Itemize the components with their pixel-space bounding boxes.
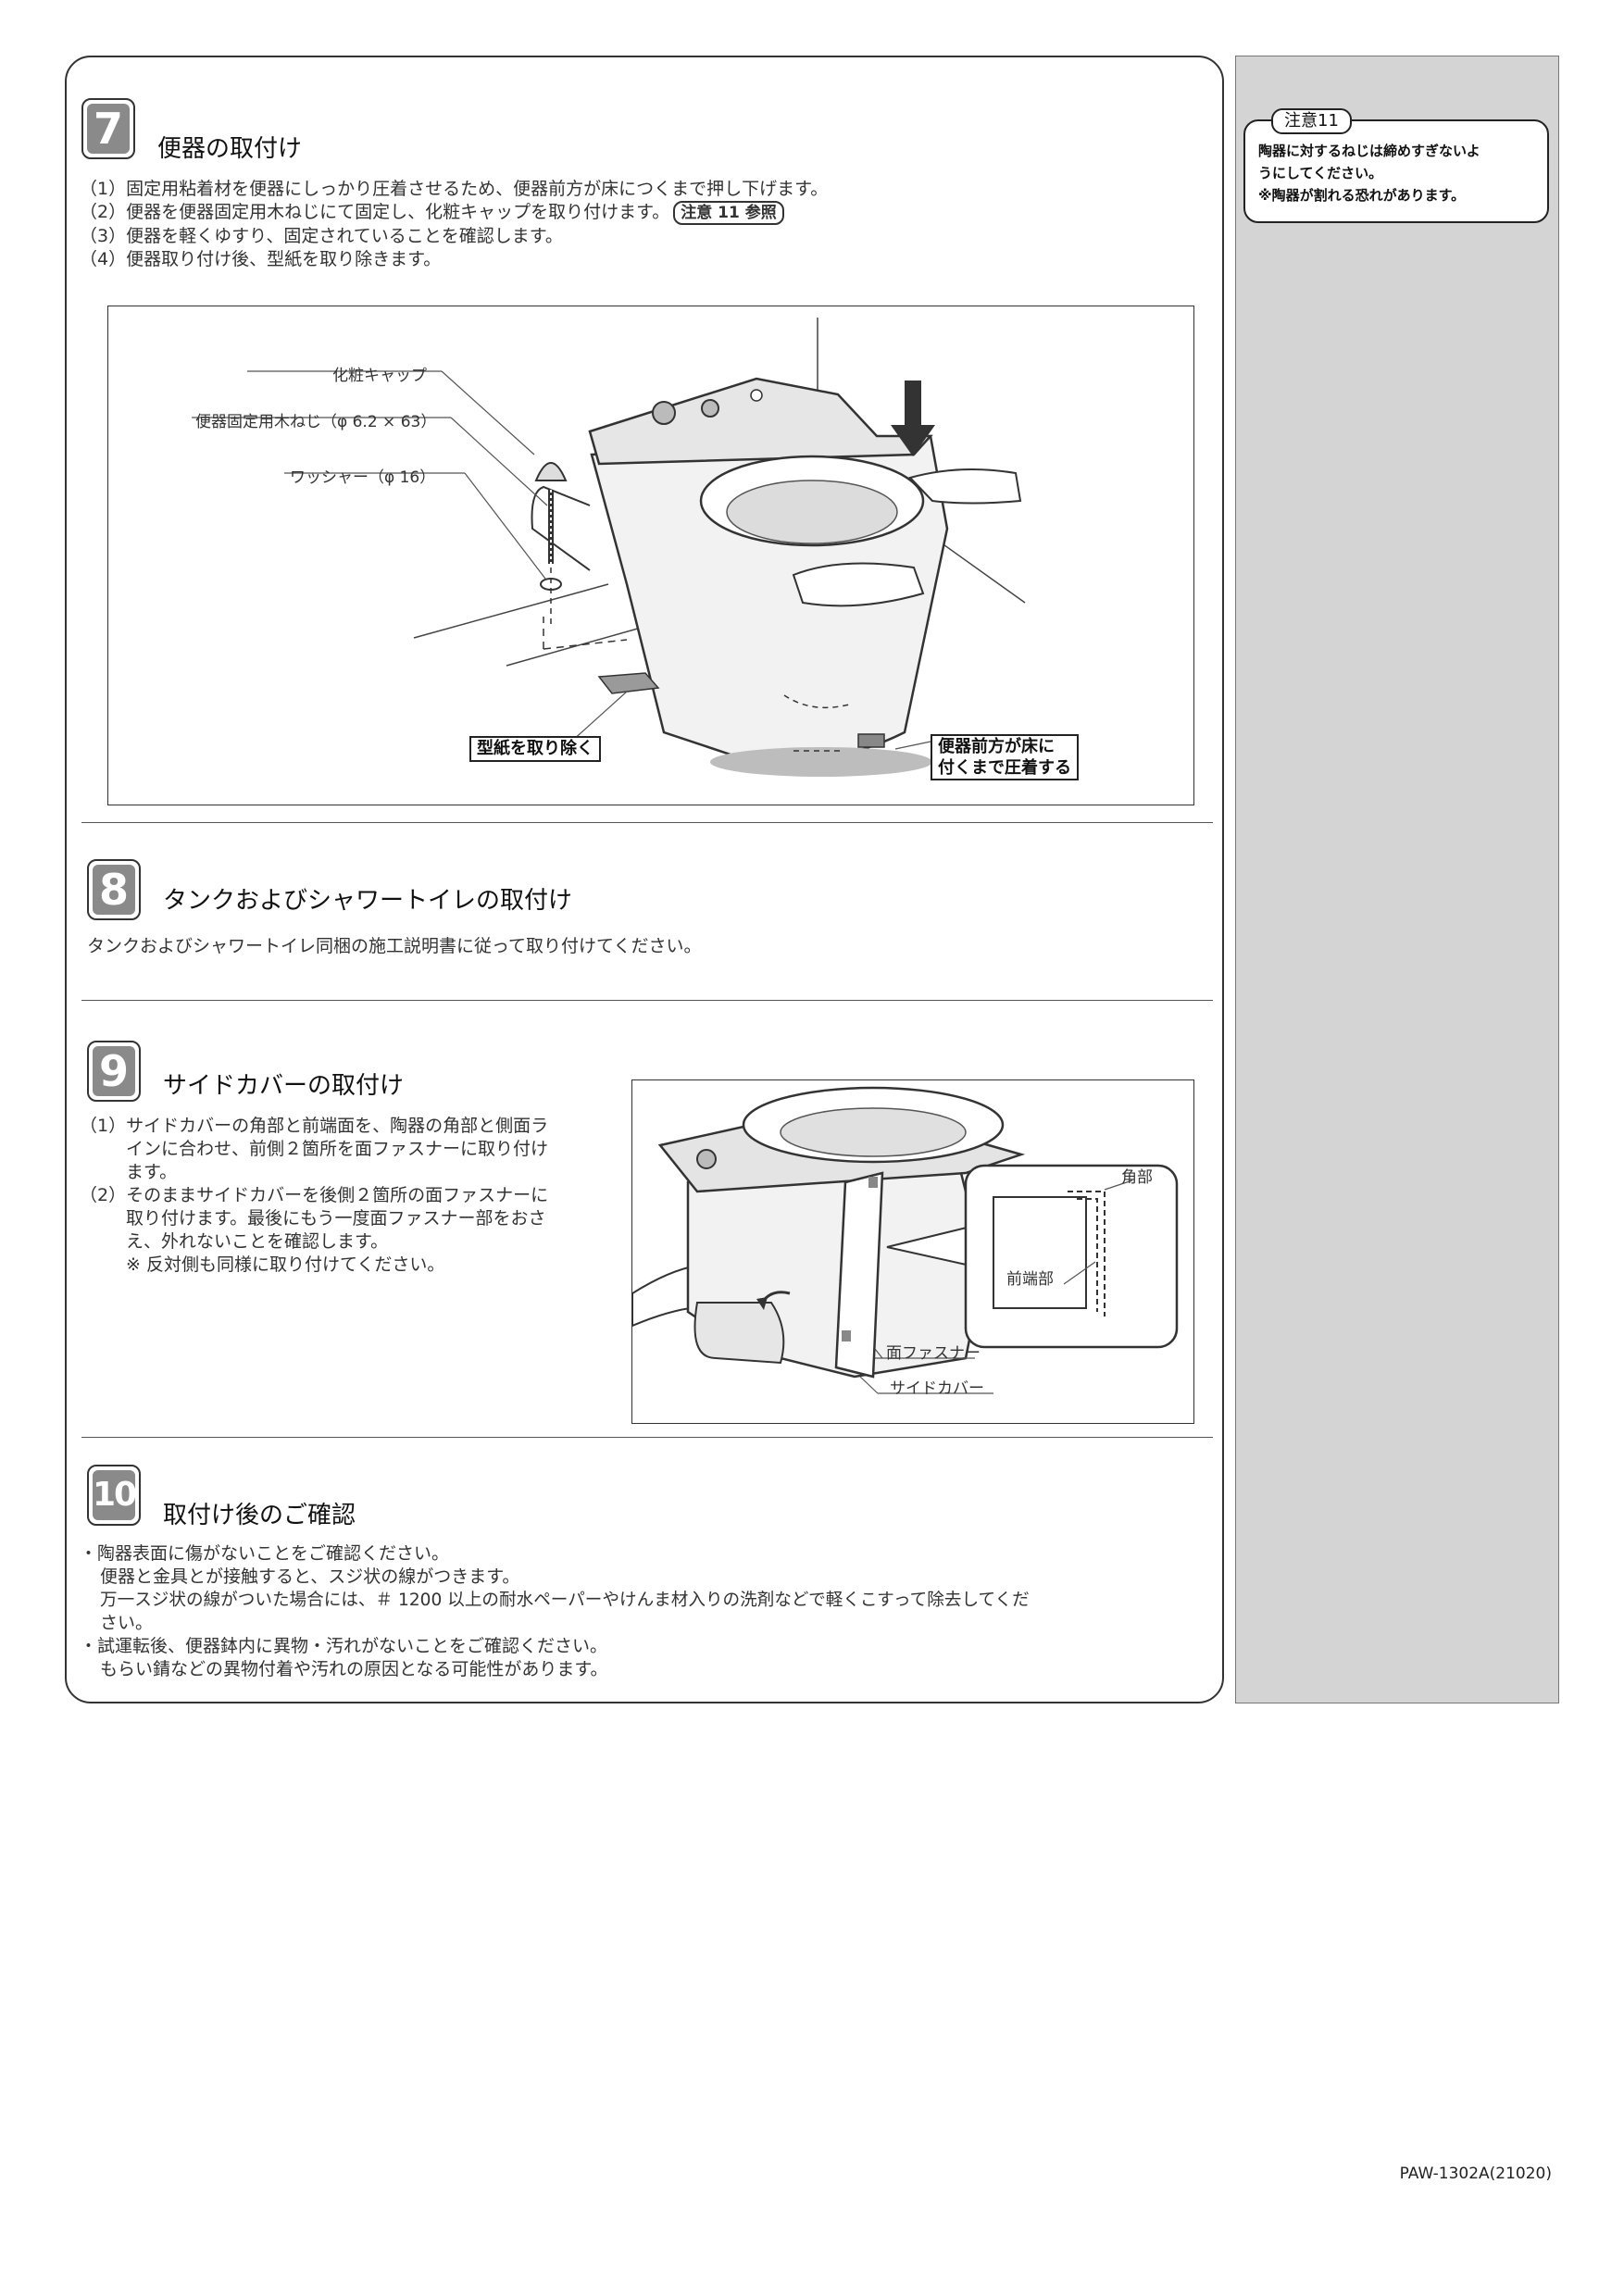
caution-box: 注意11 陶器に対するねじは締めすぎないよ うにしてください。 ※陶器が割れる恐… bbox=[1243, 108, 1549, 223]
remove-template-label: 型紙を取り除く bbox=[469, 736, 601, 762]
step7-item-1: （1）固定用粘着材を便器にしっかり圧着させるため、便器前方が床につくまで押し下げ… bbox=[80, 179, 829, 199]
fastener-label: 面ファスナー bbox=[886, 1344, 981, 1363]
step10-number: 10 bbox=[93, 1470, 137, 1520]
step9-line-3: ます。 bbox=[126, 1162, 178, 1182]
press-down-label: 便器前方が床に 付くまで圧着する bbox=[931, 734, 1079, 780]
step7-number: 7 bbox=[87, 104, 130, 154]
corner-label: 角部 bbox=[1121, 1168, 1153, 1187]
step10-line-2: 便器と金具とが接触すると、スジ状の線がつきます。 bbox=[100, 1566, 520, 1587]
step9-line-6: え、外れないことを確認します。 bbox=[126, 1231, 389, 1252]
step10-notes: ・陶器表面に傷がないことをご確認ください。 便器と金具とが接触すると、スジ状の線… bbox=[80, 1542, 1209, 1681]
side-cover-label: サイドカバー bbox=[890, 1379, 984, 1398]
step7-item-4: （4）便器取り付け後、型紙を取り除きます。 bbox=[80, 249, 442, 269]
washer-label: ワッシャー（φ 16） bbox=[290, 468, 436, 487]
divider-8-9 bbox=[81, 1000, 1213, 1001]
step9-title: サイドカバーの取付け bbox=[163, 1072, 405, 1100]
cap-label: 化粧キャップ bbox=[332, 367, 427, 385]
caution-line-1: 陶器に対するねじは締めすぎないよ bbox=[1258, 143, 1480, 159]
step7-item-2: （2）便器を便器固定用木ねじにて固定し、化粧キャップを取り付けます。注意 11 … bbox=[80, 201, 828, 225]
step8-title: タンクおよびシャワートイレの取付け bbox=[163, 887, 573, 915]
step10-line-4: さい。 bbox=[100, 1613, 154, 1633]
screw-label: 便器固定用木ねじ（φ 6.2 × 63） bbox=[195, 413, 437, 431]
step9-line-7: ※ 反対側も同様に取り付けてください。 bbox=[126, 1254, 445, 1275]
step8-number: 8 bbox=[93, 865, 135, 915]
step7-title: 便器の取付け bbox=[157, 135, 303, 163]
document-code: PAW-1302A(21020) bbox=[1399, 2165, 1552, 2183]
divider-7-8 bbox=[81, 822, 1213, 823]
step10-line-6: もらい錆などの異物付着や汚れの原因となる可能性があります。 bbox=[100, 1659, 608, 1679]
step8-body: タンクおよびシャワートイレ同梱の施工説明書に従って取り付けてください。 bbox=[87, 936, 702, 956]
caution-line-3: ※陶器が割れる恐れがあります。 bbox=[1258, 187, 1466, 204]
step9-figure: 角部 前端部 面ファスナー サイドカバー bbox=[631, 1079, 1194, 1424]
step7-figure: 化粧キャップ 便器固定用木ねじ（φ 6.2 × 63） ワッシャー（φ 16） … bbox=[107, 306, 1194, 805]
step10-line-5: ・試運転後、便器鉢内に異物・汚れがないことをご確認ください。 bbox=[80, 1636, 608, 1656]
step7-badge: 7 bbox=[81, 98, 135, 159]
step9-line-1: （1）サイドカバーの角部と前端面を、陶器の角部と側面ラ bbox=[80, 1116, 549, 1136]
step10-badge: 10 bbox=[87, 1465, 141, 1526]
step7-item-3: （3）便器を軽くゆすり、固定されていることを確認します。 bbox=[80, 226, 563, 246]
step9-line-2: インに合わせ、前側２箇所を面ファスナーに取り付け bbox=[126, 1139, 549, 1159]
step9-badge: 9 bbox=[87, 1041, 141, 1102]
divider-9-10 bbox=[81, 1437, 1213, 1438]
step10-line-3: 万一スジ状の線がついた場合には、＃ 1200 以上の耐水ペーパーやけんま材入りの… bbox=[100, 1591, 1030, 1610]
toilet-install-illustration bbox=[192, 318, 1026, 777]
step8-badge: 8 bbox=[87, 859, 141, 920]
step9-instructions: （1）サイドカバーの角部と前端面を、陶器の角部と側面ラ インに合わせ、前側２箇所… bbox=[80, 1115, 626, 1277]
step7-instructions: （1）固定用粘着材を便器にしっかり圧着させるため、便器前方が床につくまで押し下げ… bbox=[80, 178, 828, 271]
caution-line-2: うにしてください。 bbox=[1258, 165, 1383, 181]
step9-line-4: （2）そのままサイドカバーを後側２箇所の面ファスナーに bbox=[80, 1185, 549, 1205]
caution-ref-badge: 注意 11 参照 bbox=[673, 201, 784, 225]
step10-title: 取付け後のご確認 bbox=[163, 1502, 356, 1529]
front-end-label: 前端部 bbox=[1006, 1270, 1054, 1289]
caution-tag: 注意11 bbox=[1271, 108, 1352, 134]
side-column: 注意11 陶器に対するねじは締めすぎないよ うにしてください。 ※陶器が割れる恐… bbox=[1235, 56, 1559, 1703]
main-frame: 7 便器の取付け （1）固定用粘着材を便器にしっかり圧着させるため、便器前方が床… bbox=[65, 56, 1224, 1703]
side-cover-illustration bbox=[631, 1086, 1179, 1394]
step10-line-1: ・陶器表面に傷がないことをご確認ください。 bbox=[80, 1543, 450, 1564]
step9-line-5: 取り付けます。最後にもう一度面ファスナー部をおさ bbox=[126, 1208, 546, 1229]
step9-number: 9 bbox=[93, 1046, 135, 1096]
